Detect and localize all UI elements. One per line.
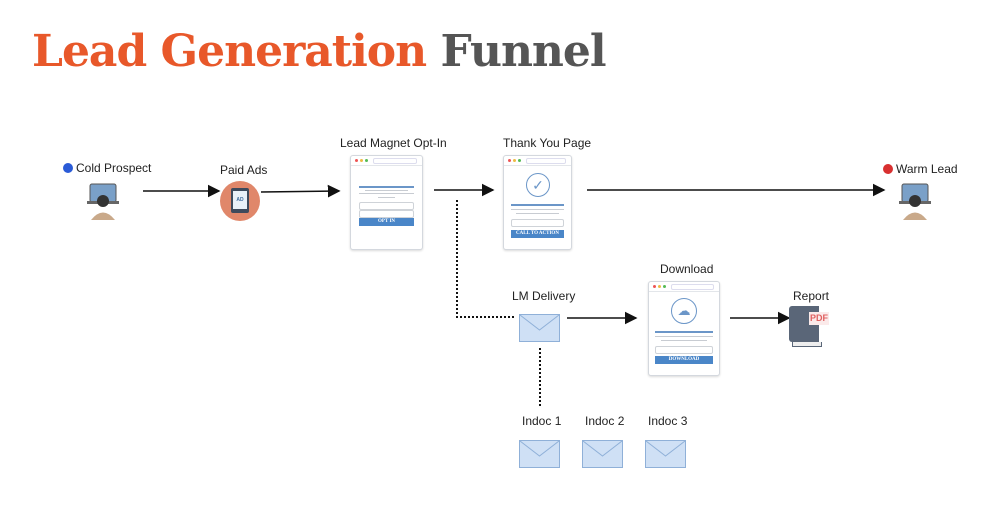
arrow-ads-to-optin [260,184,341,198]
thank-you-page-mockup: ✓ CALL TO ACTION [503,155,572,250]
cold-prospect-label: Cold Prospect [63,161,151,175]
optin-page-mockup: OPT IN [350,155,423,250]
dotted-optin-to-delivery [456,200,514,318]
lm-delivery-label: LM Delivery [512,289,576,303]
envelope-icon [582,440,623,468]
report-label: Report [793,289,830,303]
call-to-action-button: CALL TO ACTION [511,230,564,238]
download-page-mockup: ☁ DOWNLOAD [648,281,720,376]
download-button: DOWNLOAD [655,356,713,364]
opt-in-button: OPT IN [359,218,414,226]
paid-ads-icon: AD [220,181,260,221]
warm-lead-label: Warm Lead [883,162,958,176]
indoc-3-label: Indoc 3 [648,414,688,428]
lead-magnet-label: Lead Magnet Opt-In [340,136,447,150]
envelope-icon [645,440,686,468]
blue-dot-icon [63,163,73,173]
envelope-icon [519,314,560,342]
checkmark-icon: ✓ [526,173,550,197]
envelope-icon [519,440,560,468]
paid-ads-label: Paid Ads [220,163,268,177]
indoc-2-label: Indoc 2 [585,414,625,428]
indoc-1-label: Indoc 1 [522,414,562,428]
cloud-download-icon: ☁ [671,298,697,324]
diagram-title: Lead Generation Funnel [32,26,607,77]
pdf-book-icon: PDF [789,306,829,348]
person-at-laptop-icon [899,183,931,220]
red-dot-icon [883,164,893,174]
person-at-laptop-icon [87,183,119,220]
download-label: Download [660,262,714,276]
thank-you-label: Thank You Page [503,136,592,150]
